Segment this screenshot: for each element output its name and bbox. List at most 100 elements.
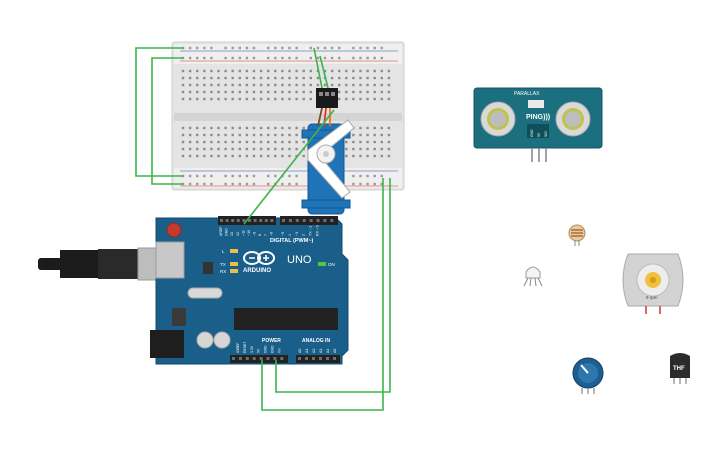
breadboard-hole[interactable]: [274, 126, 277, 130]
breadboard-hole[interactable]: [196, 174, 199, 178]
breadboard-hole[interactable]: [188, 133, 192, 137]
breadboard-hole[interactable]: [380, 69, 383, 73]
breadboard-hole[interactable]: [267, 147, 270, 151]
breadboard-hole[interactable]: [274, 56, 277, 60]
breadboard-hole[interactable]: [281, 46, 284, 50]
breadboard-hole[interactable]: [288, 69, 291, 73]
breadboard-hole[interactable]: [188, 126, 192, 130]
breadboard-hole[interactable]: [267, 126, 270, 130]
breadboard-hole[interactable]: [345, 90, 348, 94]
breadboard-hole[interactable]: [224, 133, 227, 137]
breadboard-hole[interactable]: [203, 126, 206, 130]
breadboard-hole[interactable]: [224, 97, 227, 101]
breadboard-hole[interactable]: [380, 133, 383, 137]
breadboard-hole[interactable]: [238, 133, 241, 137]
breadboard-hole[interactable]: [380, 46, 383, 50]
breadboard-hole[interactable]: [373, 83, 376, 87]
breadboard-hole[interactable]: [210, 133, 213, 137]
breadboard-hole[interactable]: [203, 97, 206, 101]
breadboard-hole[interactable]: [373, 56, 376, 60]
breadboard-hole[interactable]: [295, 46, 298, 50]
breadboard-hole[interactable]: [231, 56, 234, 60]
breadboard-hole[interactable]: [274, 97, 277, 101]
breadboard-hole[interactable]: [366, 126, 369, 130]
breadboard-hole[interactable]: [274, 69, 277, 73]
breadboard-hole[interactable]: [352, 147, 355, 151]
breadboard-hole[interactable]: [238, 174, 241, 178]
breadboard-hole[interactable]: [188, 83, 192, 87]
breadboard-hole[interactable]: [238, 56, 241, 60]
breadboard-hole[interactable]: [245, 140, 249, 144]
header-pin[interactable]: [264, 219, 268, 222]
breadboard-hole[interactable]: [259, 69, 263, 73]
breadboard-hole[interactable]: [210, 56, 213, 60]
breadboard-hole[interactable]: [281, 83, 284, 87]
breadboard-hole[interactable]: [231, 174, 234, 178]
breadboard-hole[interactable]: [245, 154, 249, 158]
breadboard-hole[interactable]: [245, 69, 249, 73]
breadboard-hole[interactable]: [224, 56, 227, 60]
breadboard-hole[interactable]: [316, 46, 320, 50]
breadboard-hole[interactable]: [196, 97, 199, 101]
wire-servo-gnd[interactable]: [313, 47, 323, 89]
breadboard-hole[interactable]: [210, 83, 213, 87]
breadboard-hole[interactable]: [295, 126, 298, 130]
breadboard-hole[interactable]: [217, 90, 220, 94]
breadboard-hole[interactable]: [330, 69, 334, 73]
breadboard-hole[interactable]: [181, 97, 185, 101]
breadboard-hole[interactable]: [203, 69, 206, 73]
breadboard-hole[interactable]: [352, 174, 355, 178]
breadboard-hole[interactable]: [281, 133, 284, 137]
breadboard-hole[interactable]: [217, 69, 220, 73]
breadboard-hole[interactable]: [380, 126, 383, 130]
breadboard-hole[interactable]: [281, 90, 284, 94]
breadboard-hole[interactable]: [217, 126, 220, 130]
breadboard-hole[interactable]: [210, 126, 213, 130]
breadboard-hole[interactable]: [352, 97, 355, 101]
breadboard-hole[interactable]: [380, 76, 383, 80]
breadboard-hole[interactable]: [352, 90, 355, 94]
breadboard-hole[interactable]: [231, 147, 234, 151]
breadboard-hole[interactable]: [188, 69, 192, 73]
breadboard-hole[interactable]: [210, 97, 213, 101]
breadboard-hole[interactable]: [295, 69, 298, 73]
breadboard-hole[interactable]: [224, 76, 227, 80]
wires[interactable]: [135, 47, 391, 411]
breadboard-hole[interactable]: [224, 83, 227, 87]
breadboard-hole[interactable]: [267, 83, 270, 87]
breadboard-hole[interactable]: [330, 46, 334, 50]
breadboard-hole[interactable]: [366, 174, 369, 178]
power-header[interactable]: [230, 355, 288, 363]
breadboard-hole[interactable]: [252, 90, 256, 94]
breadboard-hole[interactable]: [366, 97, 369, 101]
breadboard-hole[interactable]: [302, 83, 305, 87]
breadboard-hole[interactable]: [217, 140, 220, 144]
breadboard-hole[interactable]: [359, 97, 362, 101]
breadboard-hole[interactable]: [288, 174, 291, 178]
breadboard-hole[interactable]: [380, 90, 383, 94]
breadboard-hole[interactable]: [281, 182, 284, 186]
breadboard-hole[interactable]: [188, 147, 192, 151]
breadboard-hole[interactable]: [203, 83, 206, 87]
breadboard-hole[interactable]: [196, 133, 199, 137]
header-pin[interactable]: [305, 357, 308, 360]
breadboard-hole[interactable]: [373, 133, 376, 137]
breadboard-hole[interactable]: [274, 76, 277, 80]
breadboard-hole[interactable]: [196, 147, 199, 151]
breadboard-hole[interactable]: [267, 154, 270, 158]
breadboard-hole[interactable]: [181, 133, 185, 137]
breadboard-hole[interactable]: [338, 97, 341, 101]
breadboard-hole[interactable]: [245, 126, 249, 130]
breadboard-hole[interactable]: [181, 83, 185, 87]
breadboard-hole[interactable]: [267, 56, 270, 60]
breadboard-hole[interactable]: [323, 46, 327, 50]
breadboard-hole[interactable]: [181, 154, 185, 158]
breadboard-hole[interactable]: [338, 83, 341, 87]
header-pin[interactable]: [295, 219, 299, 222]
breadboard-hole[interactable]: [252, 97, 256, 101]
breadboard-hole[interactable]: [295, 182, 298, 186]
header-pin[interactable]: [245, 357, 249, 360]
breadboard-hole[interactable]: [281, 76, 284, 80]
wire-rail-left-inner[interactable]: [151, 57, 183, 185]
breadboard-hole[interactable]: [203, 46, 206, 50]
